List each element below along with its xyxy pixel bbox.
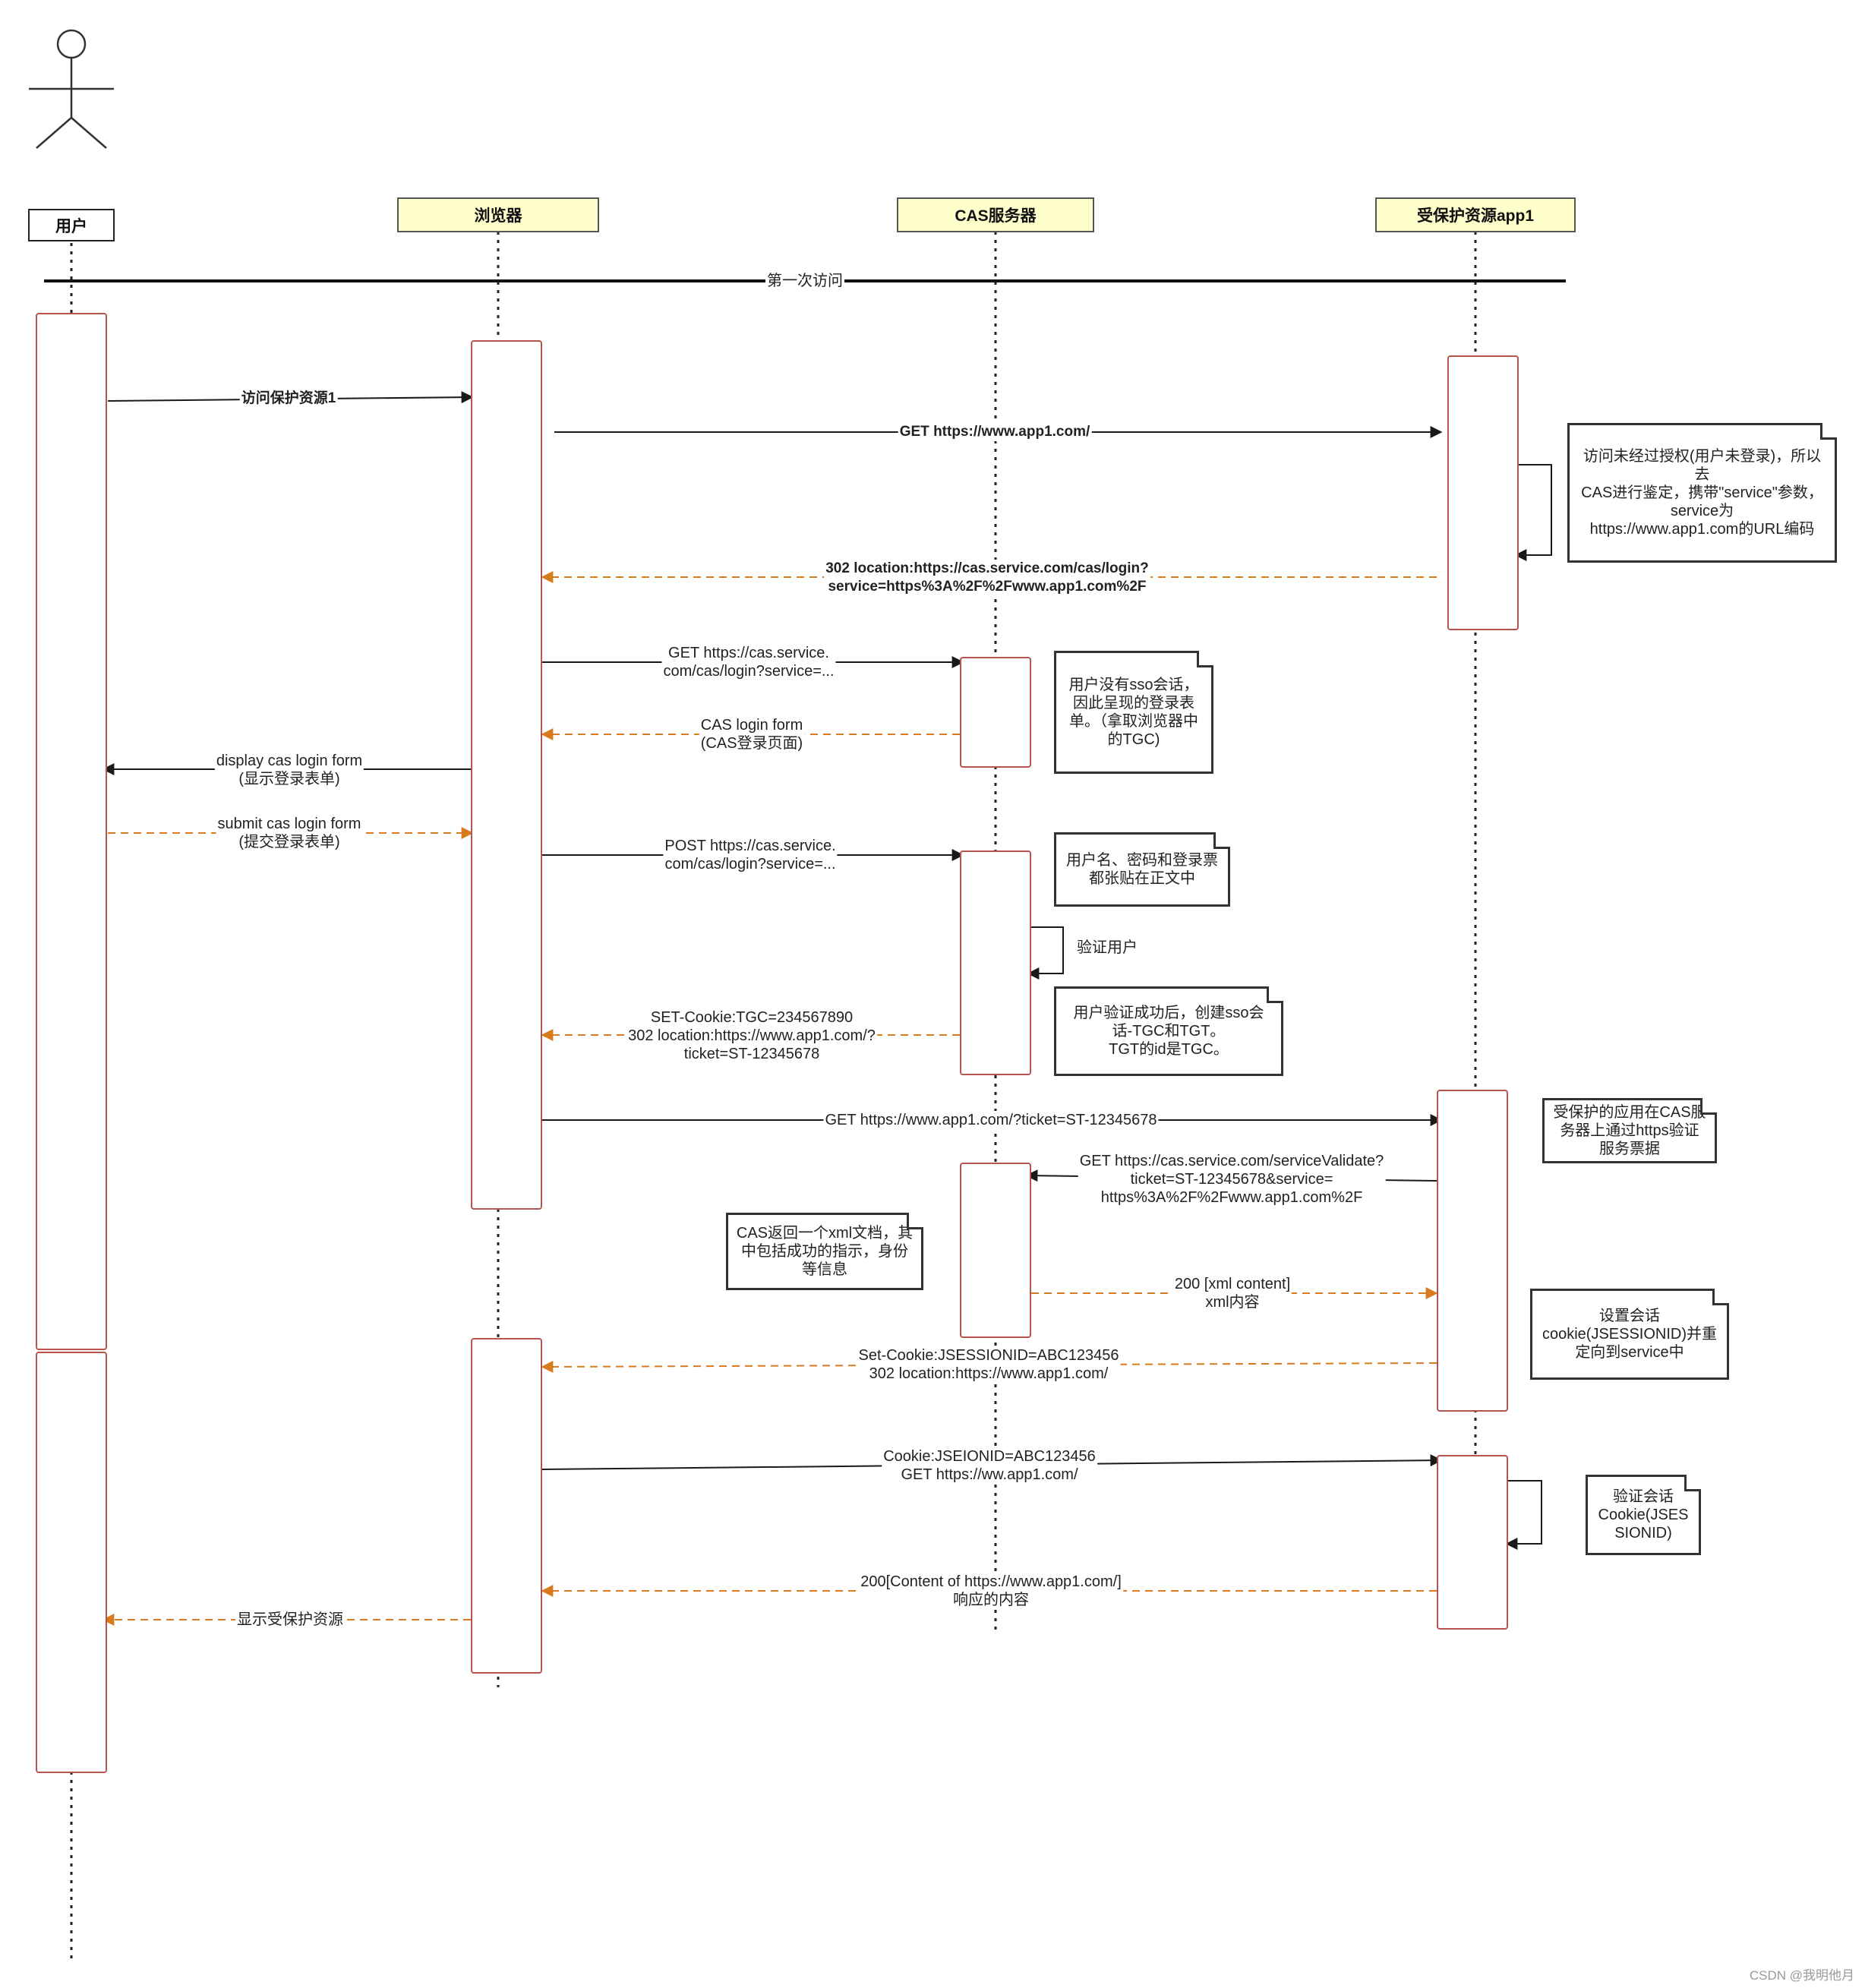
message-m9-arrow — [1027, 926, 1064, 980]
message-m17-label: 显示受保护资源 — [235, 1611, 345, 1629]
message-m5-label: CAS login form (CAS登录页面) — [699, 716, 805, 753]
note-no-sso-session: 用户没有sso会话， 因此呈现的登录表 单。（拿取浏览器中 的TGC) — [1054, 651, 1213, 774]
message-m8-label: POST https://cas.service. com/cas/login?… — [663, 837, 838, 873]
note-credentials-posted: 用户名、密码和登录票 都张贴在正文中 — [1054, 832, 1230, 907]
message-m2-label: GET https://www.app1.com/ — [898, 423, 1092, 441]
participant-browser: 浏览器 — [397, 197, 599, 232]
message-m9-label: 验证用户 — [1075, 939, 1139, 957]
message-m12-label: GET https://cas.service.com/serviceValid… — [1078, 1152, 1386, 1207]
message-m1-label: 访问保护资源1 — [239, 390, 338, 408]
note-fold-icon — [1684, 1475, 1701, 1491]
participant-user: 用户 — [28, 209, 115, 241]
message-m4-label: GET https://cas.service. com/cas/login?s… — [661, 644, 836, 680]
note-xml-response: CAS返回一个xml文档，其 中包括成功的指示，身份 等信息 — [726, 1213, 923, 1290]
note-fold-icon — [1712, 1289, 1729, 1305]
activation-user-2 — [36, 1352, 107, 1773]
note-fold-icon — [1267, 986, 1283, 1003]
participant-cas: CAS服务器 — [897, 197, 1094, 232]
message-m13-label: 200 [xml content] xml内容 — [1172, 1275, 1292, 1311]
note-fold-icon — [1197, 651, 1213, 667]
note-fold-icon — [1700, 1098, 1717, 1115]
actor-figure-icon — [29, 29, 114, 149]
activation-app1-3 — [1437, 1455, 1508, 1630]
note-fold-icon — [907, 1213, 923, 1229]
note-create-sso-session: 用户验证成功后，创建sso会 话-TGC和TGT。 TGT的id是TGC。 — [1054, 986, 1283, 1076]
message-m14-label: Set-Cookie:JSESSIONID=ABC123456 302 loca… — [857, 1346, 1121, 1383]
activation-app1-2 — [1437, 1090, 1508, 1412]
self-message-verify-session — [1505, 1480, 1542, 1550]
participant-app1: 受保护资源app1 — [1375, 197, 1576, 232]
message-m6-label: display cas login form (显示登录表单) — [214, 752, 364, 788]
note-fold-icon — [1213, 832, 1230, 849]
message-m15-label: Cookie:JSEIONID=ABC123456 GET https://ww… — [882, 1447, 1097, 1484]
message-m11-label: GET https://www.app1.com/?ticket=ST-1234… — [823, 1111, 1159, 1129]
activation-app1-1 — [1447, 355, 1519, 630]
note-unauthorized: 访问未经过授权(用户未登录)，所以去 CAS进行鉴定，携带"service"参数… — [1567, 423, 1837, 563]
activation-browser-2 — [471, 1338, 542, 1674]
message-m14-arrow — [541, 1360, 1437, 1373]
message-m16-label: 200[Content of https://www.app1.com/] 响应… — [859, 1573, 1123, 1609]
activation-cas-2 — [960, 850, 1031, 1075]
divider-label: 第一次访问 — [765, 272, 844, 290]
note-set-session-cookie: 设置会话 cookie(JSESSIONID)并重 定向到service中 — [1530, 1289, 1729, 1380]
watermark: CSDN @我明他月 — [1749, 1968, 1854, 1983]
activation-user-1 — [36, 313, 107, 1350]
activation-cas-1 — [960, 657, 1031, 768]
note-fold-icon — [1820, 423, 1837, 440]
message-m3-label: 302 location:https://cas.service.com/cas… — [824, 560, 1150, 596]
activation-browser-1 — [471, 340, 542, 1210]
note-verify-session-cookie: 验证会话 Cookie(JSES SIONID) — [1586, 1475, 1701, 1555]
activation-cas-3 — [960, 1163, 1031, 1338]
message-m10-label: SET-Cookie:TGC=234567890 302 location:ht… — [626, 1008, 877, 1063]
message-m7-label: submit cas login form (提交登录表单) — [216, 815, 363, 851]
self-message-app1-check — [1514, 464, 1552, 561]
note-validate-ticket: 受保护的应用在CAS服 务器上通过https验证 服务票据 — [1542, 1098, 1717, 1163]
